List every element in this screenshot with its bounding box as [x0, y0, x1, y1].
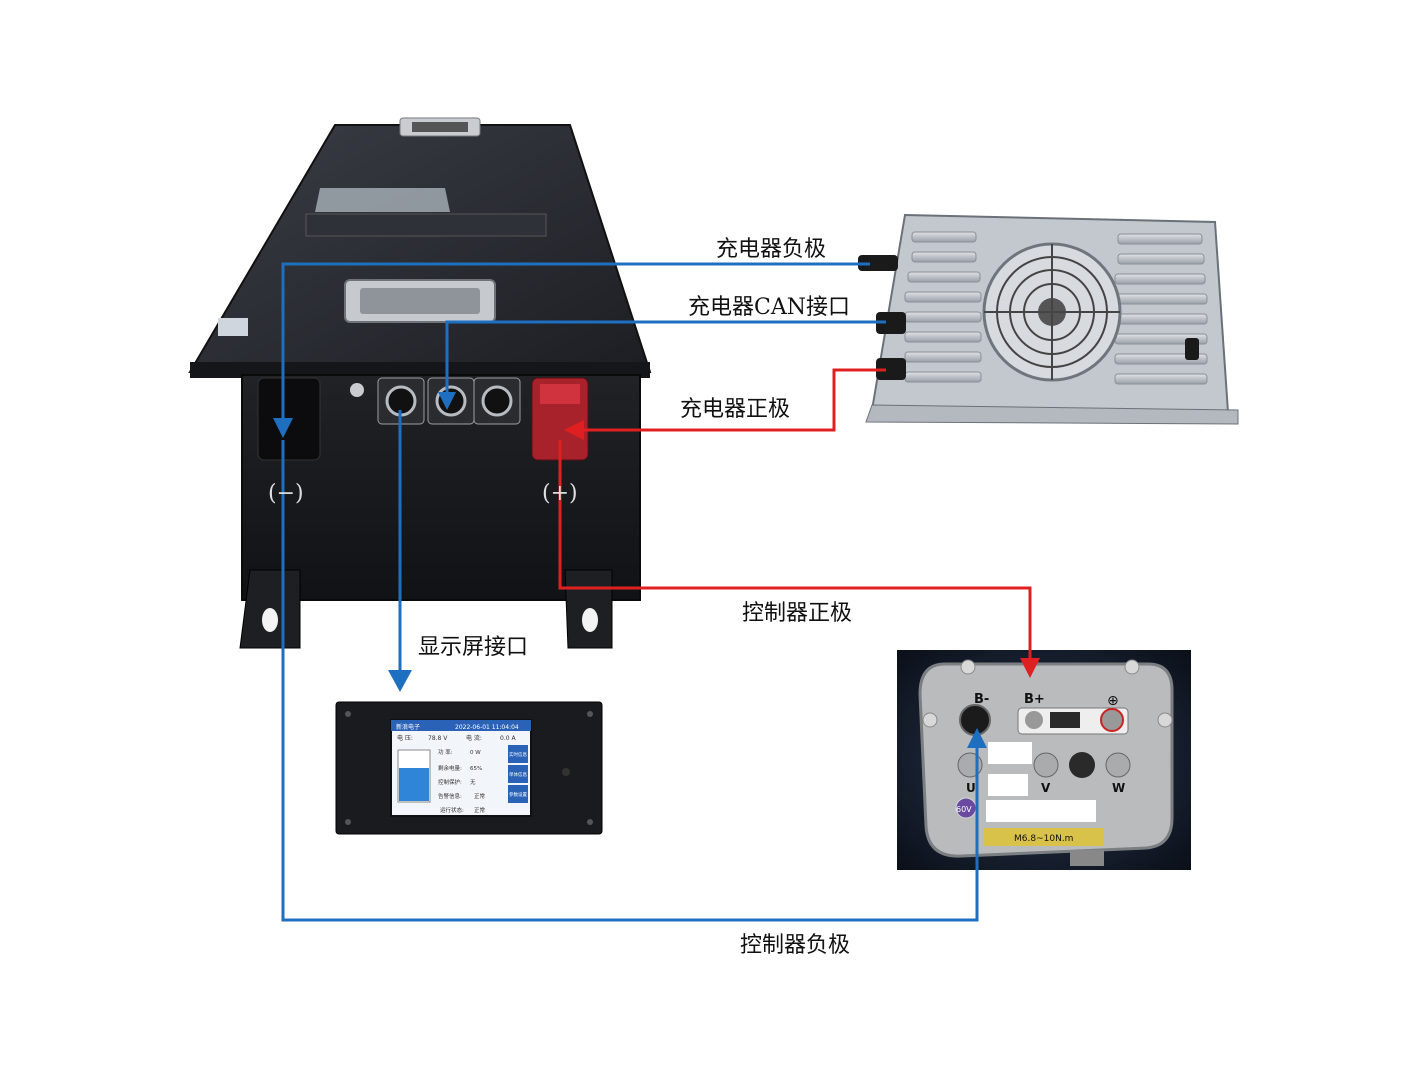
motor-controller: B- B+ ⊕ U V W 60V M6.8~10N.m — [897, 650, 1191, 870]
label-battery-negative: (−) — [268, 481, 304, 506]
screen-datetime: 2022-06-01 11:04:04 — [455, 724, 519, 731]
screen-button-settings[interactable]: 参数设置 — [509, 791, 527, 798]
fan-icon — [984, 244, 1120, 380]
screen-run-label: 运行状态: — [440, 806, 464, 814]
screen-current-value: 0.0 A — [500, 735, 516, 742]
screen-soc-value: 65% — [470, 766, 482, 772]
controller-terminal-u: U — [966, 781, 976, 795]
controller-terminal-plus: ⊕ — [1107, 693, 1119, 709]
screen-protect-label: 控制保护: — [438, 778, 462, 786]
controller-terminal-bminus: B- — [974, 692, 989, 707]
screen-run-value: 正常 — [474, 806, 486, 814]
charger — [858, 215, 1238, 424]
screen-voltage-value: 78.8 V — [428, 735, 448, 742]
screen-soc-label: 剩余电量: — [438, 764, 462, 772]
label-battery-positive: (+) — [542, 481, 578, 506]
screen-current-label: 电 流: — [466, 734, 482, 742]
top-handle — [400, 118, 480, 136]
controller-torque-note: M6.8~10N.m — [1014, 834, 1073, 844]
label-charger-positive: 充电器正极 — [680, 397, 790, 422]
front-handle — [345, 280, 495, 322]
screen-alarm-label: 告警信息: — [438, 792, 462, 800]
arrow-display — [388, 670, 412, 692]
label-controller-negative: 控制器负极 — [740, 933, 850, 958]
connector-aux — [474, 378, 520, 424]
screen-brand: 新浪电子 — [396, 723, 420, 731]
controller-voltage-badge: 60V — [956, 805, 972, 814]
controller-terminal-w: W — [1112, 781, 1125, 795]
soc-gauge-fill — [399, 768, 429, 801]
screen-button-cells[interactable]: 单体信息 — [509, 771, 527, 778]
label-display-port: 显示屏接口 — [418, 635, 528, 660]
screen-power-label: 功 率: — [438, 748, 453, 756]
label-charger-negative: 充电器负极 — [716, 237, 826, 262]
screen-alarm-value: 正常 — [474, 792, 486, 800]
screen-power-value: 0 W — [470, 750, 481, 756]
display-unit: 新浪电子 2022-06-01 11:04:04 电 压: 78.8 V 电 流… — [336, 702, 602, 834]
controller-terminal-v: V — [1041, 781, 1051, 795]
controller-terminal-bplus: B+ — [1024, 692, 1045, 707]
label-charger-can: 充电器CAN接口 — [688, 295, 850, 320]
battery-pack — [190, 118, 650, 648]
screen-button-realtime[interactable]: 实时信息 — [509, 751, 527, 758]
label-controller-positive: 控制器正极 — [742, 601, 852, 626]
screen-voltage-label: 电 压: — [397, 734, 413, 742]
screen-protect-value: 无 — [470, 779, 476, 786]
